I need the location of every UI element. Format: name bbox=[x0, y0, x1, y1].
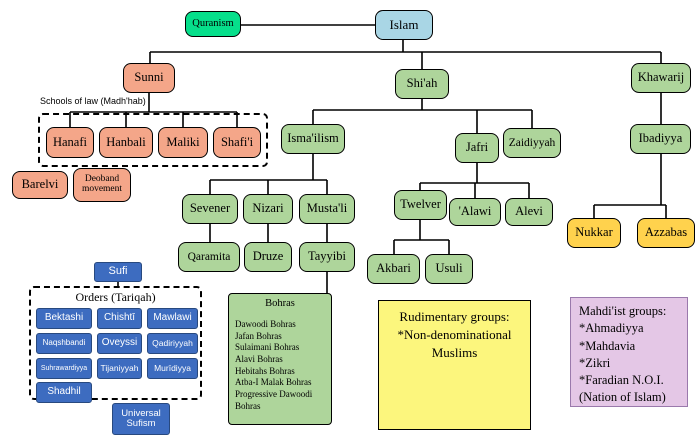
node-chishti: Chishtī bbox=[97, 308, 142, 329]
node-hanbali: Hanbali bbox=[99, 127, 153, 158]
node-shiah: Shi'ah bbox=[395, 69, 449, 99]
node-alawi: 'Alawi bbox=[449, 198, 501, 226]
node-ismailism: Isma'ilism bbox=[281, 124, 345, 154]
node-muridiyya: Murīdiyya bbox=[147, 358, 198, 379]
node-deoband-movement: Deoband movement bbox=[73, 168, 131, 202]
node-akbari: Akbari bbox=[367, 254, 420, 284]
node-sufi: Sufi bbox=[94, 262, 142, 282]
node-shadhil: Shadhil bbox=[36, 382, 92, 403]
bohras-title: Bohras bbox=[265, 298, 295, 309]
rudimentary-groups-text: Rudimentary groups: *Non-denominational … bbox=[397, 309, 512, 361]
node-hanafi: Hanafi bbox=[46, 127, 94, 158]
node-universal-sufism: Universal Sufism bbox=[112, 403, 170, 435]
node-qadiriyyah: Qadiriyyah bbox=[147, 333, 198, 354]
node-sevener: Sevener bbox=[182, 194, 238, 224]
mahdiist-groups-box: Mahdi'ist groups: *Ahmadiyya *Mahdavia *… bbox=[570, 297, 688, 407]
node-jafri: Jafri bbox=[455, 133, 499, 163]
node-druze: Druze bbox=[244, 242, 292, 272]
bohras-group-box: Bohras Dawoodi Bohras Jafan Bohras Sulai… bbox=[228, 293, 332, 425]
orders-tariqah-title: Orders (Tariqah) bbox=[75, 290, 156, 304]
node-shafii: Shafi'i bbox=[213, 127, 261, 158]
node-tijaniyyah: Tijaniyyah bbox=[97, 358, 142, 379]
node-maliki: Maliki bbox=[158, 127, 208, 158]
node-oveyssi: Oveyssi bbox=[97, 333, 142, 354]
schools-of-law-label: Schools of law (Madh'hab) bbox=[40, 96, 146, 106]
node-twelver: Twelver bbox=[394, 190, 447, 220]
node-mustali: Musta'li bbox=[299, 194, 355, 224]
node-tayyibi: Tayyibi bbox=[299, 242, 355, 272]
node-azzabas: Azzabas bbox=[637, 218, 695, 248]
sufi-orders-group bbox=[29, 286, 202, 400]
node-alevi: Alevi bbox=[505, 198, 553, 226]
node-quranism: Quranism bbox=[185, 11, 241, 37]
node-zaidiyyah: Zaidiyyah bbox=[503, 128, 561, 158]
schools-of-law-group bbox=[38, 113, 268, 167]
node-suhrawardiyya: Suhrawardiyya bbox=[36, 358, 92, 379]
mahdiist-groups-text: Mahdi'ist groups: *Ahmadiyya *Mahdavia *… bbox=[579, 304, 667, 405]
rudimentary-groups-box: Rudimentary groups: *Non-denominational … bbox=[378, 300, 531, 430]
node-qaramita: Qaramita bbox=[178, 242, 240, 272]
node-khawarij: Khawarij bbox=[631, 63, 691, 93]
node-mawlawi: Mawlawi bbox=[147, 308, 198, 329]
node-sunni: Sunni bbox=[123, 63, 175, 93]
node-nizari: Nizari bbox=[243, 194, 293, 224]
bohras-list: Dawoodi Bohras Jafan Bohras Sulaimani Bo… bbox=[235, 319, 313, 411]
node-nukkar: Nukkar bbox=[567, 218, 621, 248]
node-ibadiyya: Ibadiyya bbox=[630, 124, 691, 154]
node-islam: Islam bbox=[375, 10, 433, 40]
node-barelvi: Barelvi bbox=[12, 171, 68, 199]
node-bektashi: Bektashi bbox=[36, 308, 92, 329]
node-usuli: Usuli bbox=[425, 254, 473, 284]
node-naqshbandi: Naqshbandi bbox=[36, 333, 92, 354]
